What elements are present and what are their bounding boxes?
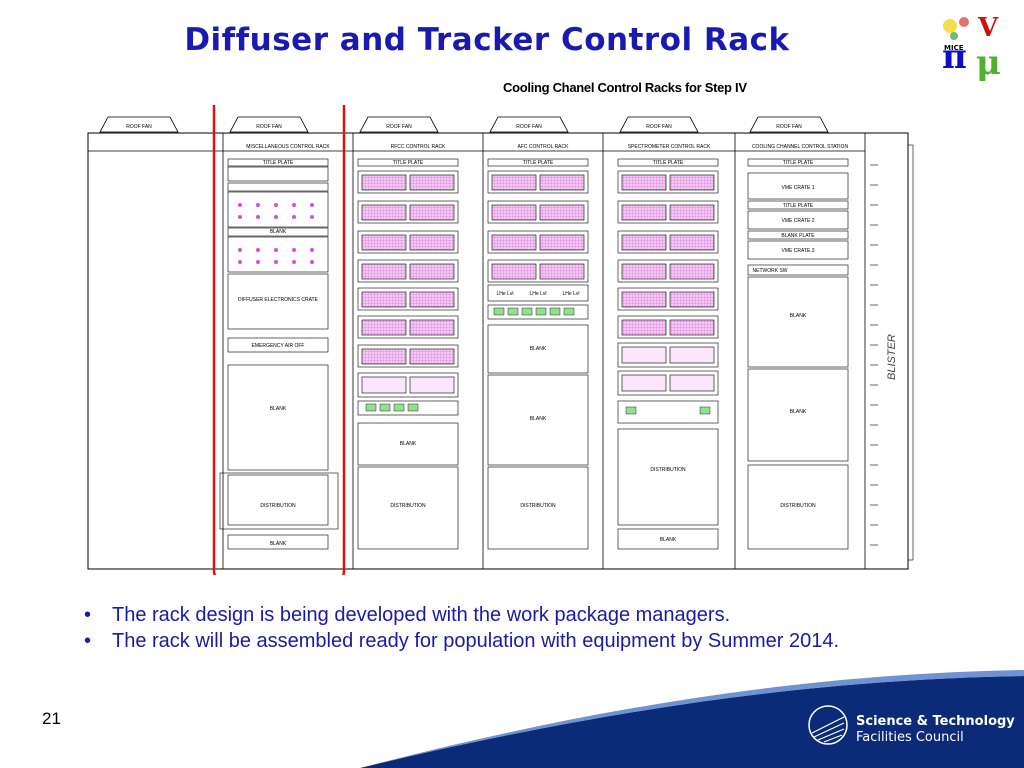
bullet-text: The rack design is being developed with … [112, 604, 731, 626]
ccs-blank-plate: BLANK PLATE [781, 233, 815, 239]
ccs-blank-1: BLANK [790, 313, 807, 319]
roof-fan-label-3: ROOF FAN [386, 124, 412, 130]
misc-blank-1: BLANK [270, 229, 287, 235]
rfcc-title-plate: TITLE PLATE [393, 160, 424, 166]
stfc-line-2: Facilities Council [856, 730, 964, 745]
rfcc-distribution: DISTRIBUTION [390, 503, 426, 509]
rfcc-blank: BLANK [400, 441, 417, 447]
stfc-line-1: Science & Technology [856, 714, 1015, 729]
misc-rack-indicators [238, 203, 314, 264]
ccs-rack [747, 158, 849, 550]
spec-title-plate: TITLE PLATE [653, 160, 684, 166]
blister-label: BLISTER [886, 334, 898, 380]
roof-fan-label-5: ROOF FAN [646, 124, 672, 130]
slide-title: Diffuser and Tracker Control Rack [184, 22, 790, 58]
bullet-marker: • [84, 604, 92, 626]
afc-title-plate: TITLE PLATE [523, 160, 554, 166]
rack-name-afc: AFC CONTROL RACK [518, 144, 570, 150]
logo-pi-text: π [942, 37, 967, 77]
roof-fan-6 [749, 116, 829, 133]
diagram-subtitle: Cooling Chanel Control Racks for Step IV [503, 80, 747, 95]
rack-name-misc: MISCELLANEOUS CONTROL RACK [246, 144, 330, 150]
misc-distribution: DISTRIBUTION [260, 503, 296, 509]
roof-fan-4 [489, 116, 569, 133]
roof-fan-2 [229, 116, 309, 133]
ccs-network-switch: NETWORK SW [753, 268, 788, 274]
logo-mu-text: μ [976, 43, 1001, 83]
stfc-wordmark: Science & Technology Facilities Council [856, 714, 1015, 746]
roof-fan-label-6: ROOF FAN [776, 124, 802, 130]
blister-ticks [870, 144, 914, 561]
roof-fan-label-4: ROOF FAN [516, 124, 542, 130]
rack-diagram: ROOF FAN ROOF FAN ROOF FAN ROOF FAN ROOF… [87, 105, 914, 575]
ccs-vme-crate-1: VME CRATE 1 [782, 185, 815, 191]
rack-name-rfcc: RFCC CONTROL RACK [391, 144, 446, 150]
rack-name-spectrometer: SPECTROMETER CONTROL RACK [628, 144, 711, 150]
afc-lhe-2: LHe Lvl [530, 291, 547, 297]
mice-logo: V π MICE μ [942, 13, 1001, 83]
ccs-blank-2: BLANK [790, 409, 807, 415]
misc-blank-3: BLANK [270, 541, 287, 547]
bullet-item: • The rack design is being developed with… [78, 602, 938, 628]
misc-title-plate: TITLE PLATE [263, 160, 294, 166]
ccs-vme-crate-2: VME CRATE 2 [782, 218, 815, 224]
roof-fan-3 [359, 116, 439, 133]
spectrometer-rack [617, 158, 719, 550]
bullet-item: • The rack will be assembled ready for po… [78, 628, 938, 654]
spec-blank: BLANK [660, 537, 677, 543]
afc-switches [493, 307, 575, 316]
misc-rack [219, 158, 339, 550]
spectrometer-switches [625, 406, 711, 415]
rack-name-ccs: COOLING CHANNEL CONTROL STATION [752, 144, 849, 150]
roof-fan-label-2: ROOF FAN [256, 124, 282, 130]
roof-fan-label-1: ROOF FAN [126, 124, 152, 130]
misc-blank-2: BLANK [270, 406, 287, 412]
rfcc-switches [365, 403, 419, 412]
afc-blank-1: BLANK [530, 346, 547, 352]
ccs-title-plate: TITLE PLATE [783, 160, 814, 166]
logo-mice-text: MICE [944, 44, 964, 52]
afc-distribution: DISTRIBUTION [520, 503, 556, 509]
logo-v-text: V [977, 13, 999, 43]
stfc-logo-icon [808, 705, 848, 745]
bullet-marker: • [84, 630, 92, 652]
roof-fan-1 [99, 116, 179, 133]
bullet-list: • The rack design is being developed with… [78, 602, 938, 654]
bullet-text: The rack will be assembled ready for pop… [112, 630, 840, 652]
spec-distribution: DISTRIBUTION [650, 467, 686, 473]
misc-crate: DIFFUSER ELECTRONICS CRATE [238, 297, 319, 303]
ccs-vme-crate-3: VME CRATE 3 [782, 248, 815, 254]
highlight-outline [212, 105, 346, 575]
afc-rack [487, 158, 589, 550]
ccs-distribution: DISTRIBUTION [780, 503, 816, 509]
afc-lhe-3: LHe Lvl [563, 291, 580, 297]
page-number: 21 [42, 709, 61, 728]
roof-fan-5 [619, 116, 699, 133]
ccs-title-plate-2: TITLE PLATE [783, 203, 814, 209]
afc-blank-2: BLANK [530, 416, 547, 422]
roof-fans [99, 116, 829, 133]
rfcc-rack [357, 158, 459, 550]
afc-lhe-1: LHe Lvl [497, 291, 514, 297]
misc-emergency-air: EMERGENCY AIR OFF [252, 343, 305, 349]
